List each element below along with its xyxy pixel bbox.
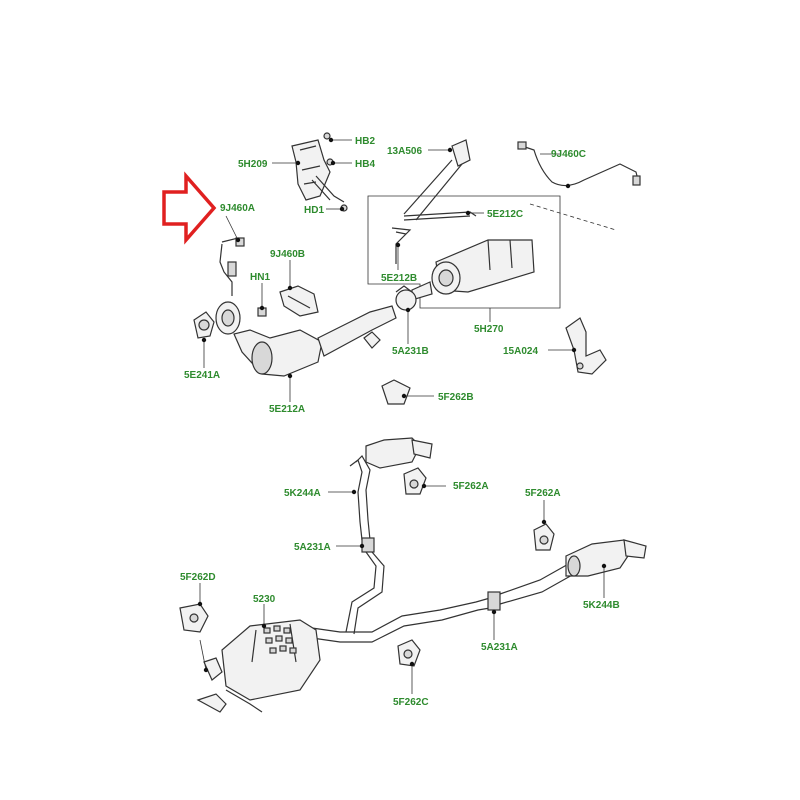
- label-5230: 5230: [253, 594, 276, 605]
- rear-exhaust-system: [179, 437, 647, 713]
- particulate-filter: [411, 239, 535, 301]
- label-9j460a: 9J460A: [220, 203, 255, 214]
- label-13a506: 13A506: [387, 146, 422, 157]
- label-9j460c: 9J460C: [551, 149, 586, 160]
- label-5k244b: 5K244B: [583, 600, 620, 611]
- label-hb2: HB2: [355, 136, 375, 147]
- sensor-cable-c: [517, 141, 641, 187]
- label-9j460b: 9J460B: [270, 249, 305, 260]
- label-5f262a-center: 5F262A: [453, 481, 489, 492]
- sensor-cable-a: [219, 237, 245, 296]
- gasket: [193, 311, 215, 339]
- label-15a024: 15A024: [503, 346, 538, 357]
- heat-shield-bracket: [291, 132, 348, 212]
- label-5e212a: 5E212A: [269, 404, 305, 415]
- label-5a231b: 5A231B: [392, 346, 429, 357]
- catalytic-converter: [215, 301, 397, 377]
- label-5a231a-upper: 5A231A: [294, 542, 331, 553]
- right-arrow-outline-icon: [162, 171, 217, 245]
- bracket-15a024: [565, 317, 607, 375]
- label-5f262b: 5F262B: [438, 392, 474, 403]
- bracket-13a506: [403, 139, 471, 221]
- label-hn1: HN1: [250, 272, 270, 283]
- label-hd1: HD1: [304, 205, 324, 216]
- label-5k244a: 5K244A: [284, 488, 321, 499]
- label-5e241a: 5E241A: [184, 370, 220, 381]
- part-labels: HB2 HB4 5H209 HD1 13A506 9J460C 9J460A 5…: [180, 136, 620, 708]
- label-5f262d: 5F262D: [180, 572, 216, 583]
- label-5h209: 5H209: [238, 159, 268, 170]
- label-5f262c: 5F262C: [393, 697, 429, 708]
- label-5e212b: 5E212B: [381, 273, 417, 284]
- label-5a231a-lower: 5A231A: [481, 642, 518, 653]
- leader-lines: [197, 137, 607, 694]
- label-5h270: 5H270: [474, 324, 504, 335]
- label-5e212c: 5E212C: [487, 209, 523, 220]
- label-5f262a-right: 5F262A: [525, 488, 561, 499]
- sensor-bracket-b: [279, 285, 319, 317]
- label-hb4: HB4: [355, 159, 375, 170]
